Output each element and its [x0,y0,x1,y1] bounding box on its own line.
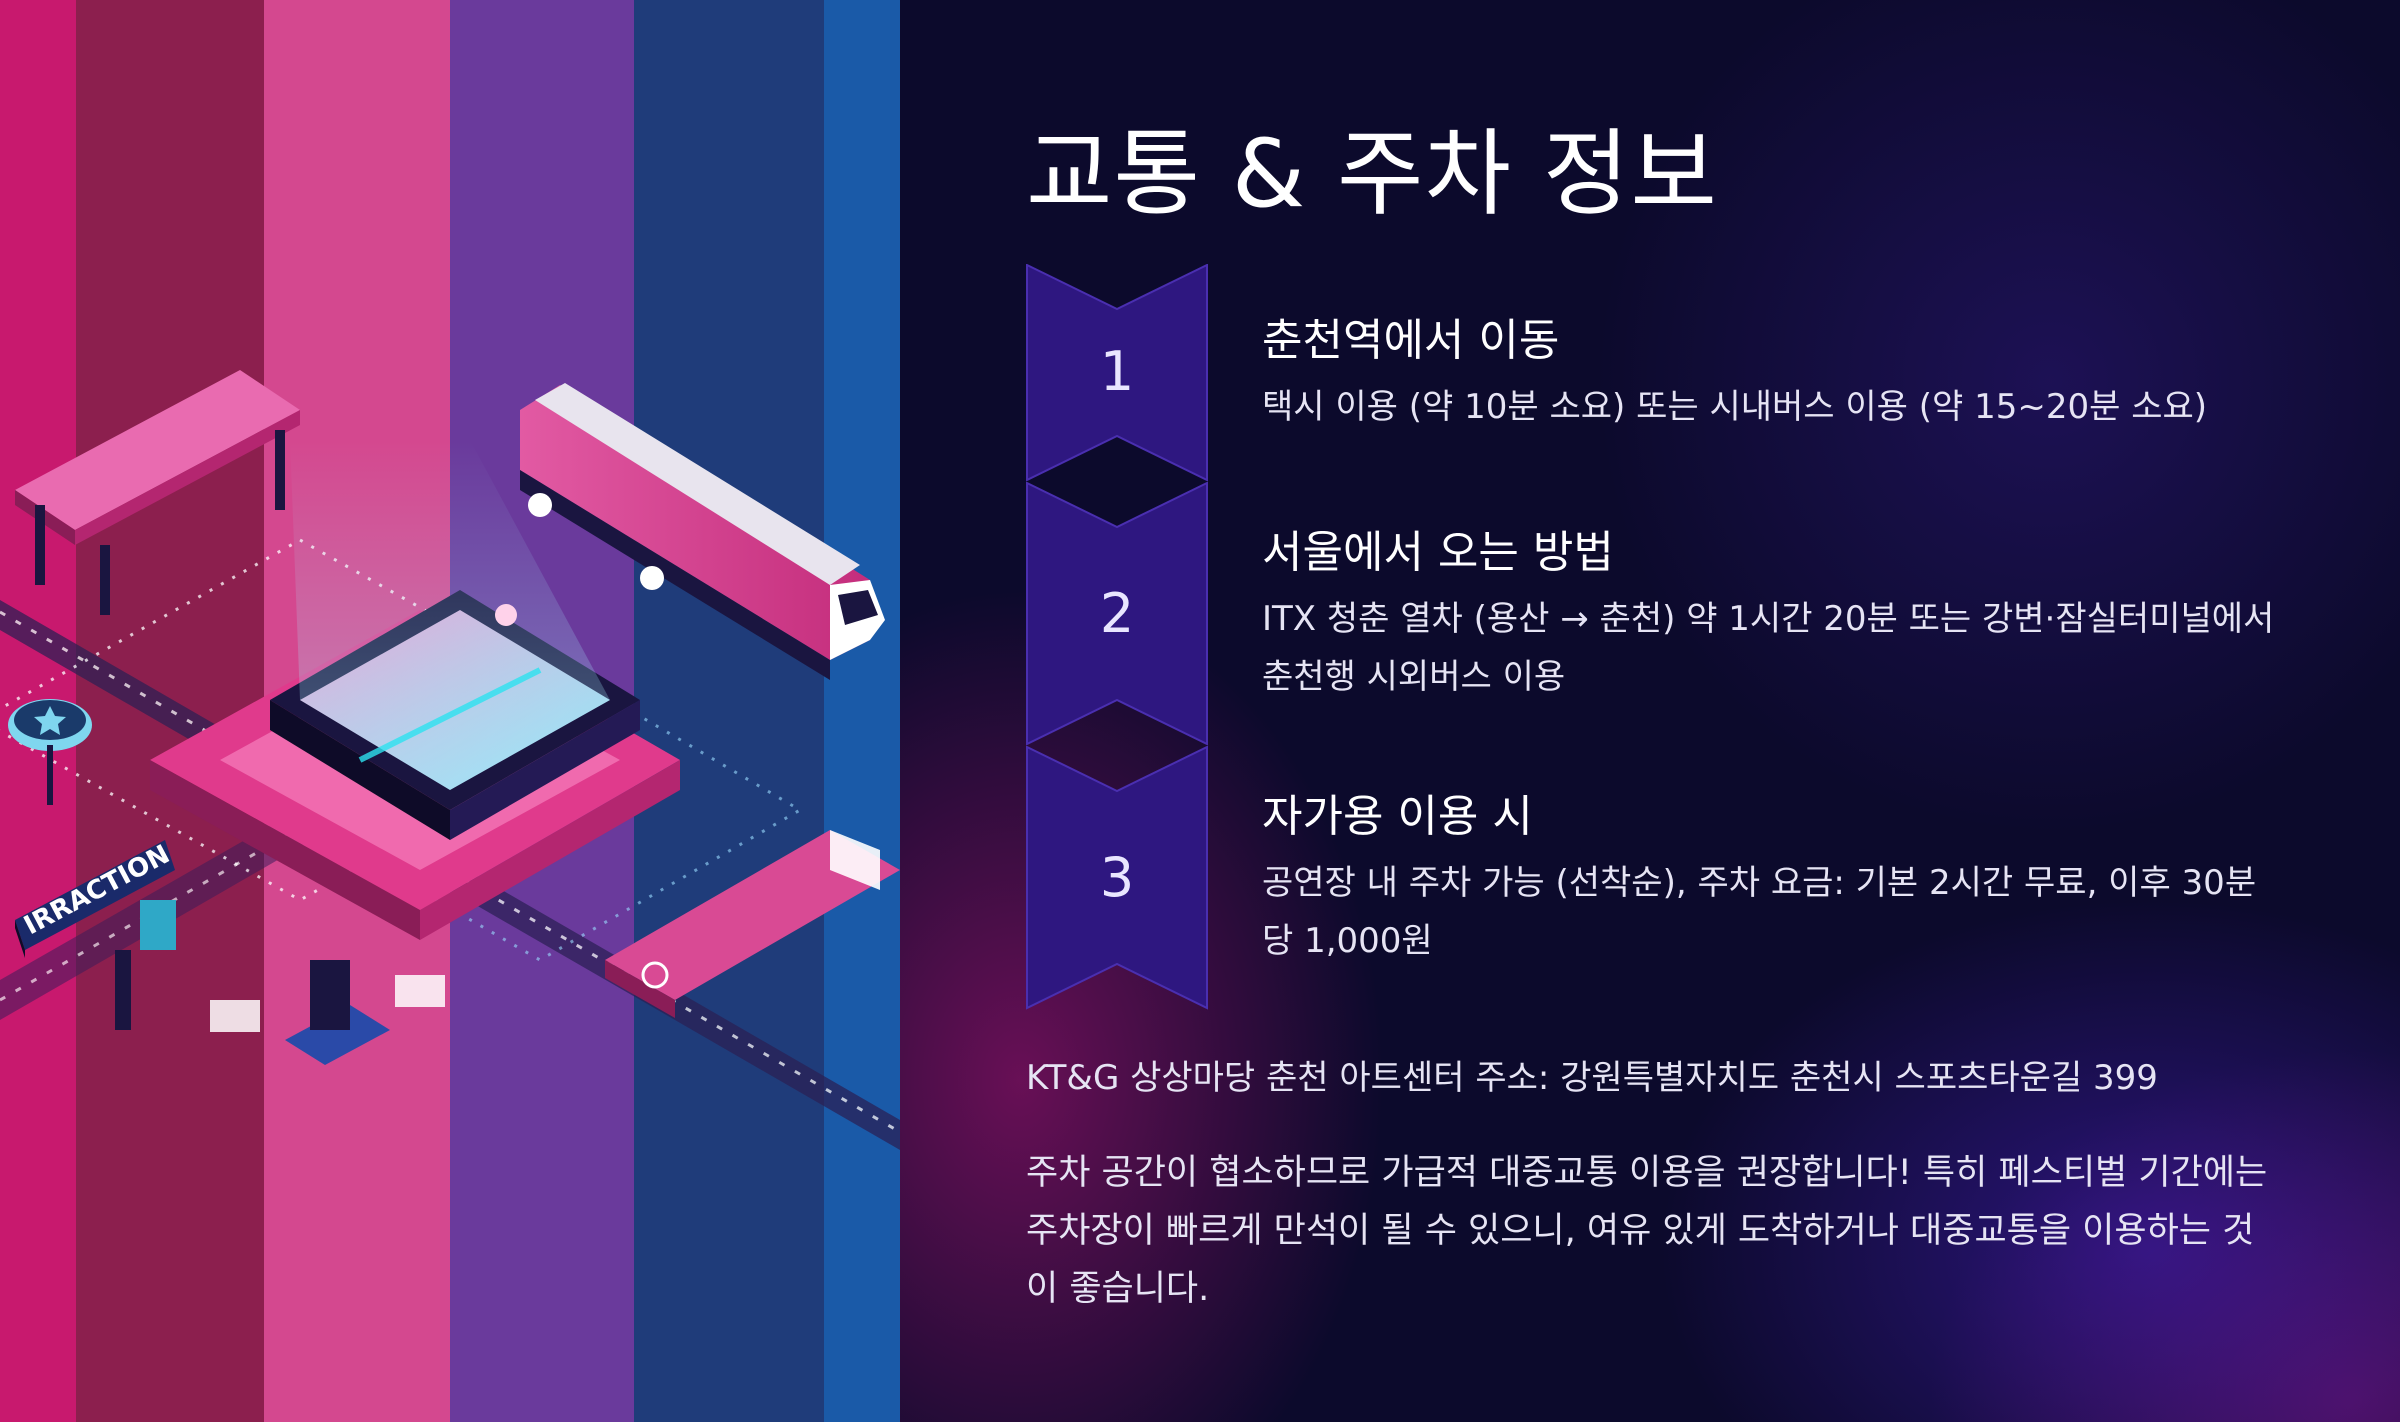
step-badge: 1 [1026,264,1208,482]
step-number: 1 [1099,340,1135,403]
stripe [634,0,824,1422]
isometric-transport-scene: IRRACTION [0,370,900,1150]
venue-address: KT&G 상상마당 춘천 아트센터 주소: 강원특별자치도 춘천시 스포츠타운길… [1026,1058,2158,1098]
step-badge: 3 [1026,746,1208,1010]
step-number: 3 [1099,846,1135,909]
step-description: ITX 청춘 열차 (용산 → 춘천) 약 1시간 20분 또는 강변·잠실터미… [1262,599,2275,697]
pin-icon [495,604,517,626]
hero-illustration: IRRACTION [0,0,900,1422]
step-number: 2 [1099,582,1135,645]
central-station-platform [150,440,680,940]
step-title: 서울에서 오는 방법 [1262,527,1614,578]
page-title: 교통 & 주차 정보 [1026,120,1718,229]
color-stripes [0,0,900,1422]
star-pin-icon [8,699,92,805]
ticket-card [605,830,900,1018]
parking-note: 주차 공간이 협소하므로 가급적 대중교통 이용을 권장합니다! 특히 페스티벌… [1026,1153,2268,1309]
booth-illustration [210,960,445,1065]
content-panel: 교통 & 주차 정보 1 춘천역에서 이동 택시 이용 (약 10분 소요) 또… [900,0,2400,1422]
step-description: 공연장 내 주차 가능 (선착순), 주차 요금: 기본 2시간 무료, 이후 … [1262,863,2257,961]
stripe [824,0,900,1422]
step-title: 자가용 이용 시 [1262,791,1533,842]
dotted-route [0,538,624,902]
step-badge: 2 [1026,482,1208,746]
step-title: 춘천역에서 이동 [1262,315,1560,366]
bench-illustration [15,370,300,615]
pin-icon [640,566,664,590]
pin-icon [528,493,552,517]
step-description: 택시 이용 (약 10분 소요) 또는 시내버스 이용 (약 15~20분 소요… [1262,387,2208,427]
train-illustration [520,383,885,680]
